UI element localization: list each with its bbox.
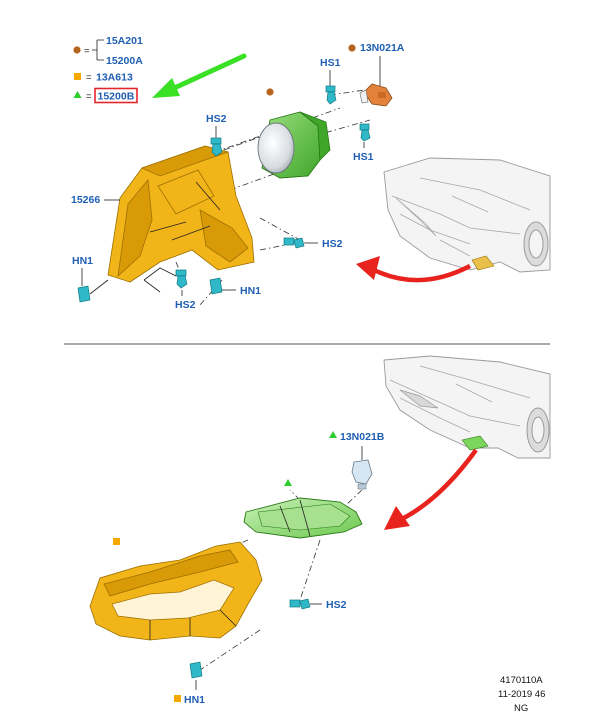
green-triangle-marker <box>73 91 82 98</box>
hs1-label-b: HS1 <box>353 151 374 163</box>
orange-square-marker <box>74 73 81 80</box>
bulb-label-top: 13N021A <box>360 42 405 54</box>
clip-icon-hn1-bottom <box>189 661 203 690</box>
clip-icon-hn1-a <box>77 268 109 303</box>
footer-code: NG <box>514 703 528 714</box>
hn1-label-b: HN1 <box>240 285 261 297</box>
green-triangle-marker <box>329 431 337 438</box>
fog-lamp-bulb-bottom <box>351 459 373 490</box>
hs1-label-a: HS1 <box>320 57 341 69</box>
screw-icon-hs1-a <box>325 70 337 105</box>
footer-ref: 4170110A <box>500 675 543 686</box>
legend-square-code: 13A613 <box>96 72 133 84</box>
screw-icon-hs1-b <box>359 123 371 148</box>
vehicle-front-bottom <box>383 355 551 459</box>
fog-lamp-bracket-top <box>107 145 255 283</box>
vehicle-front-top <box>383 157 551 273</box>
legend-triangle-code: 15200B <box>98 91 135 103</box>
top-assembly-lines <box>175 89 371 306</box>
orange-square-marker <box>174 695 181 702</box>
brown-circle-marker <box>73 46 81 54</box>
orange-square-marker <box>113 538 120 545</box>
legend: = 15A201 15200A = 13A613 = 15200B <box>73 35 143 104</box>
screw-icon-hs2-bottom <box>289 598 322 610</box>
hn1-label-bottom: HN1 <box>184 694 205 706</box>
hn1-label-a: HN1 <box>72 255 93 267</box>
hs2-label-c: HS2 <box>175 299 196 311</box>
highlight-box <box>94 87 138 104</box>
diagram-footer: 4170110A 11-2019 46 NG <box>498 675 545 714</box>
hs2-label-a: HS2 <box>206 113 227 125</box>
footer-date: 11-2019 46 <box>498 689 545 700</box>
brown-circle-marker <box>266 88 274 96</box>
legend-brown-code-1: 15A201 <box>106 35 143 47</box>
fog-lamp-bulb-top <box>348 44 393 107</box>
bracket-label: 15266 <box>71 194 100 206</box>
red-arrow-icon-top <box>356 256 472 283</box>
legend-equals-2: = <box>86 72 92 83</box>
green-arrow-icon <box>152 53 247 98</box>
hs2-label-bottom: HS2 <box>326 599 347 611</box>
red-arrow-icon-bottom <box>384 448 478 530</box>
screw-icon-hs2-b <box>283 237 318 249</box>
green-triangle-marker <box>284 479 292 486</box>
fog-lamp-housing-bottom <box>243 497 363 539</box>
bulb-label-bottom: 13N021B <box>340 431 385 443</box>
clip-icon-hn1-b <box>209 277 236 295</box>
fog-lamp-lens <box>257 122 295 174</box>
fog-lamp-housing-top <box>257 88 331 179</box>
fog-lamp-bracket-bottom <box>89 541 263 641</box>
hs2-label-b: HS2 <box>322 238 343 250</box>
legend-equals-3: = <box>86 91 92 102</box>
screw-icon-hs2-c <box>143 267 188 296</box>
legend-equals-1: = <box>84 46 90 57</box>
screw-icon-hs2-a <box>210 126 223 157</box>
legend-brown-code-2: 15200A <box>106 55 143 67</box>
